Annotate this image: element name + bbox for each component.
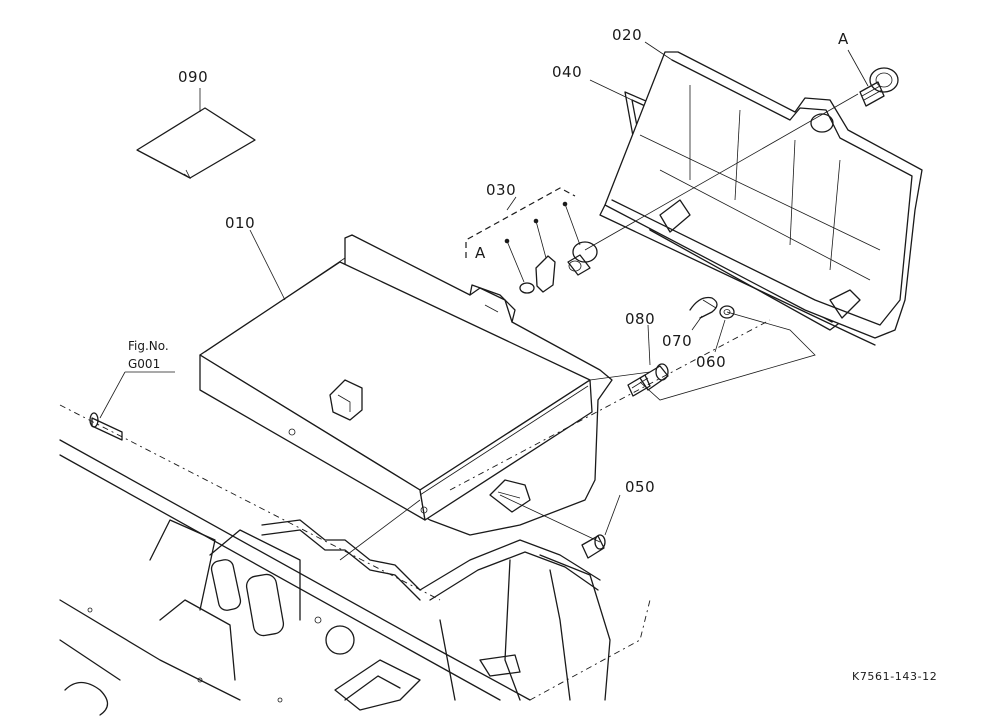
part-060-washer (719, 305, 735, 319)
callout-070: 070 (662, 332, 692, 350)
callout-020: 020 (612, 26, 642, 44)
part-020-lid (599, 51, 923, 346)
callout-ref-a-kit: A (475, 244, 486, 262)
callout-080: 080 (625, 310, 655, 328)
callout-040: 040 (552, 63, 582, 81)
fig-ref-number: G001 (128, 357, 160, 371)
machine-frame (59, 404, 611, 716)
callout-010: 010 (225, 214, 255, 232)
part-080-fitting (627, 363, 669, 397)
fig-ref-label: Fig.No. (128, 339, 169, 353)
drawing-code: K7561-143-12 (852, 670, 937, 683)
assembly-lines (339, 93, 859, 701)
callout-050: 050 (625, 478, 655, 496)
part-010-box (199, 234, 613, 536)
part-070-pin (689, 296, 718, 319)
callout-090: 090 (178, 68, 208, 86)
part-050-bolt (581, 534, 606, 559)
callout-ref-a-top: A (838, 30, 849, 48)
callout-060: 060 (696, 353, 726, 371)
part-030-lock-kit (465, 187, 598, 294)
callout-labels: 090 010 020 040 030 A A 080 070 060 050 … (128, 26, 937, 683)
leader-lines (99, 41, 869, 536)
part-knob-a (859, 67, 899, 107)
callout-030: 030 (486, 181, 516, 199)
part-090-decal (136, 107, 256, 180)
